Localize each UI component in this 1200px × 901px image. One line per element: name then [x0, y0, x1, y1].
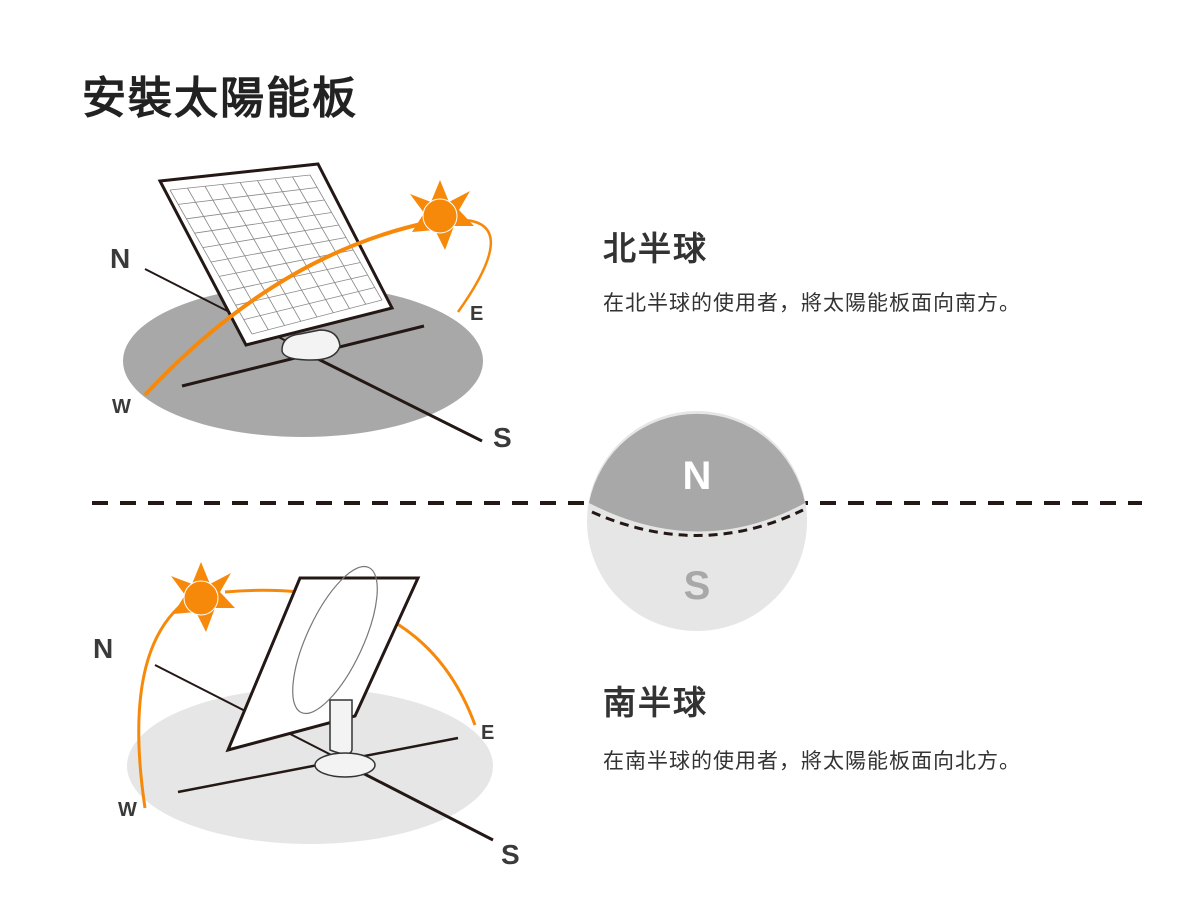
label-w: W	[112, 396, 131, 418]
south-axis	[299, 348, 483, 443]
south-heading: 南半球	[603, 683, 708, 722]
label-s: S	[493, 422, 512, 453]
north-heading: 北半球	[603, 229, 708, 268]
label-n: N	[110, 243, 130, 274]
globe: N S	[587, 411, 807, 631]
panel-grid-line	[251, 299, 383, 335]
sun-icon	[410, 180, 474, 250]
panel-grid-line	[202, 224, 339, 248]
panel-grid-line	[235, 274, 368, 306]
solar-panel-back	[225, 576, 421, 753]
globe-n: N	[683, 454, 712, 498]
sun-icon	[171, 562, 235, 632]
southern-hemisphere-illustration: N E W S	[93, 562, 520, 870]
panel-grid-line	[186, 199, 325, 220]
globe-s: S	[684, 564, 711, 608]
panel-grid-line	[243, 287, 375, 320]
page-title: 安裝太陽能板	[82, 73, 358, 124]
panel-grid-line	[194, 212, 332, 234]
label-w: W	[118, 799, 137, 821]
panel-grid-line	[210, 237, 347, 263]
ground-disc	[123, 285, 483, 437]
panel-grid-line	[178, 187, 318, 205]
panel-mount	[281, 329, 341, 361]
panel-grid-line	[227, 262, 361, 292]
panel-mount	[329, 699, 353, 755]
label-e: E	[470, 303, 483, 325]
northern-hemisphere-illustration: N E W S	[110, 162, 512, 453]
label-e: E	[481, 722, 494, 744]
sun-path-tail	[456, 218, 492, 313]
label-s: S	[501, 839, 520, 870]
panel-grid-line	[169, 174, 311, 191]
label-n: N	[93, 633, 113, 664]
south-text: 在南半球的使用者，將太陽能板面向北方。	[603, 749, 1021, 773]
north-text: 在北半球的使用者，將太陽能板面向南方。	[603, 291, 1021, 315]
sun-path	[143, 218, 441, 397]
